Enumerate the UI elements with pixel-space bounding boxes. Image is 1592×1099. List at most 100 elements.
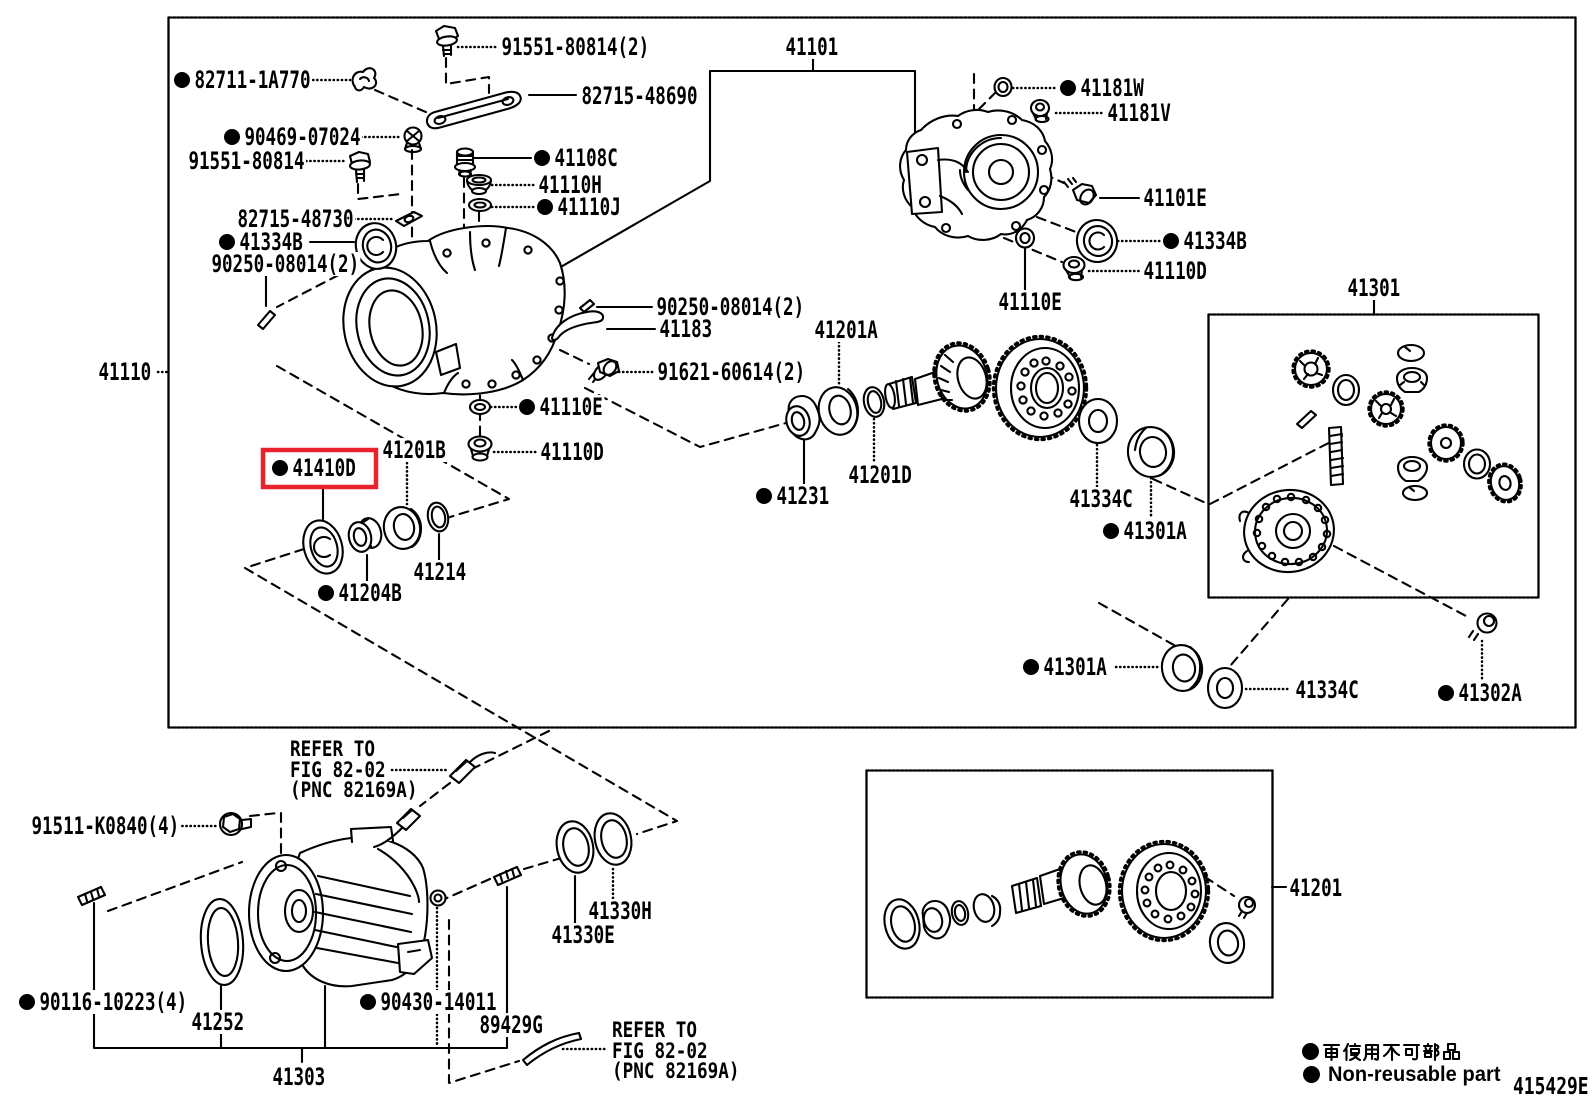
part-number-text: 41110E [538, 393, 605, 421]
part-number-text: 41334C [1294, 676, 1361, 704]
part-label-41110J[interactable]: 41110J [537, 195, 647, 219]
drawing-bolt-91621 [589, 359, 619, 383]
dotted-leader-lines [158, 47, 1482, 1049]
dash-group-tail2 [440, 879, 490, 901]
drawing-seal-41334b-right [1073, 216, 1121, 265]
part-label-41204B[interactable]: 41204B [318, 581, 428, 605]
drawing-ring-41330h [590, 810, 636, 868]
part-label-41183[interactable]: 41183 [658, 317, 734, 341]
part-number-text: 41110H [537, 171, 604, 199]
legend-en-text: Non-reusable part [1328, 1061, 1501, 1086]
part-label-41110H[interactable]: 41110H [537, 173, 628, 197]
part-label-41334C-lower[interactable]: 41334C [1294, 678, 1385, 702]
part-number-text: 41201 [1288, 874, 1344, 902]
part-number-text: 41231 [775, 482, 831, 510]
part-label-41110E-left[interactable]: 41110E [519, 395, 629, 419]
part-label-41302A[interactable]: 41302A [1438, 681, 1548, 705]
part-label-41334B-left[interactable]: 41334B [219, 230, 329, 254]
dash-connector [420, 783, 450, 806]
drawing-seal-41410d [297, 516, 348, 578]
part-label-41181W[interactable]: 41181W [1060, 76, 1170, 100]
part-label-90469-07024[interactable]: 90469-07024 [224, 125, 406, 149]
drawing-ring-41181w [995, 78, 1012, 96]
part-label-41301A-upper[interactable]: 41301A [1103, 519, 1213, 543]
part-label-91551-80814[interactable]: 91551-80814 [187, 149, 350, 173]
non-reusable-bullet-icon [318, 585, 334, 601]
part-label-41201A[interactable]: 41201A [813, 318, 904, 342]
part-label-41201B[interactable]: 41201B [381, 438, 472, 462]
part-label-41330H[interactable]: 41330H [587, 899, 678, 923]
part-label-91511-K0840-4[interactable]: 91511-K0840(4) [30, 814, 236, 838]
part-label-89429G[interactable]: 89429G [478, 1013, 569, 1037]
part-label-41231[interactable]: 41231 [756, 484, 851, 508]
drawing-stay-41183 [552, 311, 603, 340]
part-label-41110D-right[interactable]: 41110D [1142, 259, 1233, 283]
part-label-41301[interactable]: 41301 [1346, 276, 1422, 300]
part-label-90250-08014-2-left[interactable]: 90250-08014(2) [210, 252, 416, 276]
drawing-clip-82711 [353, 68, 377, 90]
part-label-41110D-left[interactable]: 41110D [539, 440, 630, 464]
part-number-text: 91621-60614(2) [656, 358, 807, 386]
part-number-text: 41410D [291, 454, 358, 482]
part-number-text: 41110E [997, 288, 1064, 316]
dash-41181w-to-axis [978, 92, 996, 110]
part-label-41110E-right[interactable]: 41110E [997, 290, 1088, 314]
part-label-41108C[interactable]: 41108C [534, 146, 644, 170]
drawing-plug-41110d-right [1064, 257, 1085, 280]
part-label-41334C-upper[interactable]: 41334C [1068, 487, 1159, 511]
part-label-41214[interactable]: 41214 [412, 560, 488, 584]
drawing-bolt-91511 [220, 813, 251, 835]
drawing-stay-82715-48690 [427, 92, 521, 128]
part-label-41201[interactable]: 41201 [1288, 876, 1364, 900]
part-number-text: 41301A [1122, 517, 1189, 545]
drawing-ring-gear-main [994, 337, 1087, 440]
dash-cover-to-41334b [1008, 206, 1076, 232]
part-label-90430-14011[interactable]: 90430-14011 [360, 990, 542, 1014]
frames [169, 18, 1576, 998]
part-label-41101E[interactable]: 41101E [1142, 186, 1233, 210]
dash-box-to-41334c-lower [1230, 599, 1288, 666]
non-reusable-bullet-icon [224, 129, 240, 145]
part-label-41252[interactable]: 41252 [190, 1010, 266, 1034]
part-label-41201D[interactable]: 41201D [847, 463, 938, 487]
drawing-ring-41330e [552, 818, 598, 876]
legend-non-reusable-ja: 再使用不可部品 [1302, 1040, 1468, 1062]
part-label-41303[interactable]: 41303 [271, 1065, 347, 1089]
dash-cover-to-41110d [1004, 238, 1062, 262]
part-number-text: 41204B [337, 579, 404, 607]
part-label-41301A-lower[interactable]: 41301A [1023, 655, 1133, 679]
part-number-text: 41330H [587, 897, 654, 925]
part-label-91551-80814-2[interactable]: 91551-80814(2) [500, 35, 706, 59]
non-reusable-bullet-icon [1438, 685, 1454, 701]
drawing-diff-case-kit [1239, 345, 1525, 578]
dash-bolt91551-down [358, 184, 401, 199]
part-label-82715-48690[interactable]: 82715-48690 [580, 84, 743, 108]
part-number-text: 41301 [1346, 274, 1402, 302]
part-label-91621-60614-2[interactable]: 91621-60614(2) [656, 360, 862, 384]
bracket-41101 [552, 57, 915, 272]
part-label-90250-08014-2-right[interactable]: 90250-08014(2) [655, 295, 861, 319]
part-label-41181V[interactable]: 41181V [1106, 101, 1197, 125]
drawing-bearing-41301a-lower [1158, 642, 1205, 694]
dash-stud-to-flange [108, 862, 242, 911]
legend-bullet-icon [1303, 1065, 1320, 1083]
non-reusable-bullet-icon [1103, 523, 1119, 539]
part-label-41330E[interactable]: 41330E [550, 923, 641, 947]
drawing-washer-41334c-upper [1079, 399, 1117, 443]
part-label-41410D[interactable]: 41410D [272, 456, 382, 480]
main-frame-vertical [169, 18, 1576, 728]
part-label-90116-10223-4[interactable]: 90116-10223(4) [19, 990, 244, 1014]
part-label-41101[interactable]: 41101 [784, 35, 860, 59]
part-label-41334B-right[interactable]: 41334B [1163, 229, 1273, 253]
drawing-pin-90250-right [580, 300, 594, 312]
part-number-text: 41101 [784, 33, 840, 61]
part-label-82711-1A770[interactable]: 82711-1A770 [174, 68, 356, 92]
drawing-ring-41201d [861, 385, 887, 419]
part-label-41110[interactable]: 41110 [97, 360, 173, 384]
drawing-final-gear-kit [879, 842, 1255, 966]
drawing-bearing-41301a-upper [1125, 424, 1178, 480]
drawing-actuator-41303 [249, 827, 432, 986]
part-label-82715-48730[interactable]: 82715-48730 [236, 207, 399, 231]
drawing-ring-41214 [425, 501, 451, 534]
